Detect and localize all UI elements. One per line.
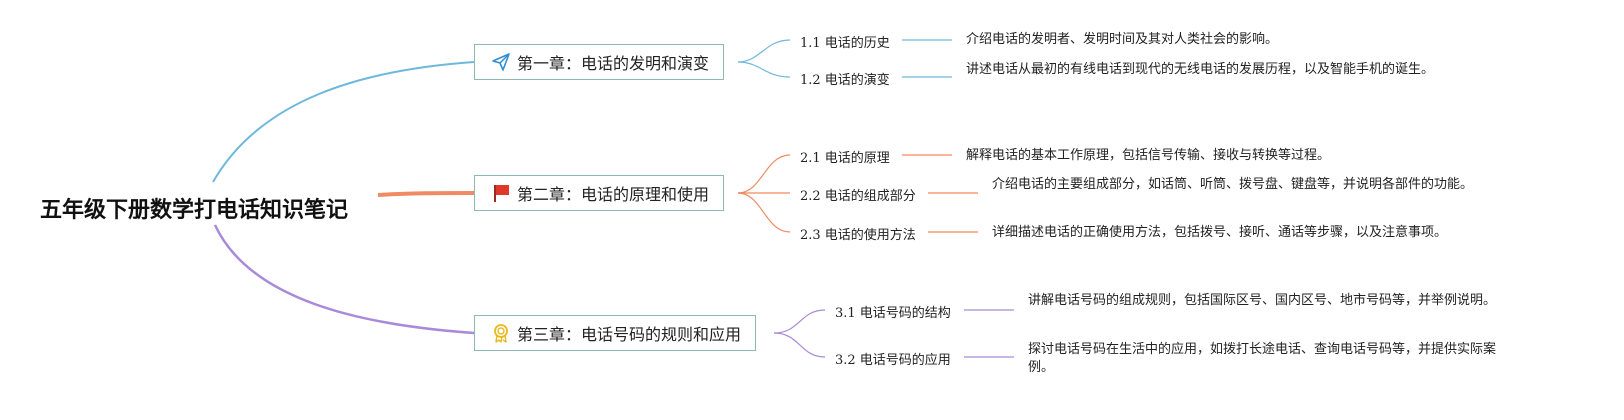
paper-plane-icon [491,52,511,72]
subtopic-2-1[interactable]: 2.1 电话的原理 [800,151,890,166]
description-3-1: 讲解电话号码的组成规则，包括国际区号、国内区号、地市号码等，并举例说明。 [1028,293,1497,308]
chapter-1-node[interactable]: 第一章：电话的发明和演变 [474,44,725,80]
description-3-2: 探讨电话号码在生活中的应用，如拨打长途电话、查询电话号码等，并提供实际案例。 [1028,342,1497,375]
chapter-2-node[interactable]: 第二章：电话的原理和使用 [474,175,725,211]
subtopic-1-2[interactable]: 1.2 电话的演变 [800,73,890,88]
description-1-2: 讲述电话从最初的有线电话到现代的无线电话的发展历程，以及智能手机的诞生。 [966,62,1435,77]
chapter-3-node[interactable]: 第三章：电话号码的规则和应用 [474,315,757,351]
subtopic-3-2[interactable]: 3.2 电话号码的应用 [835,353,951,368]
subtopic-2-2[interactable]: 2.2 电话的组成部分 [800,189,916,204]
subtopic-1-1[interactable]: 1.1 电话的历史 [800,36,890,51]
root-topic[interactable]: 五年级下册数学打电话知识笔记 [40,198,349,223]
description-2-2: 介绍电话的主要组成部分，如话筒、听筒、拨号盘、键盘等，并说明各部件的功能。 [992,177,1474,192]
description-2-3: 详细描述电话的正确使用方法，包括拨号、接听、通话等步骤，以及注意事项。 [992,225,1448,240]
award-medal-icon [491,323,511,343]
chapter-2-title: 第二章：电话的原理和使用 [517,185,710,204]
description-1-1: 介绍电话的发明者、发明时间及其对人类社会的影响。 [966,32,1279,47]
red-flag-icon [491,183,511,203]
chapter-3-title: 第三章：电话号码的规则和应用 [517,325,742,344]
description-2-1: 解释电话的基本工作原理，包括信号传输、接收与转换等过程。 [966,148,1331,163]
chapter-1-title: 第一章：电话的发明和演变 [517,54,710,73]
subtopic-2-3[interactable]: 2.3 电话的使用方法 [800,228,916,243]
subtopic-3-1[interactable]: 3.1 电话号码的结构 [835,306,951,321]
